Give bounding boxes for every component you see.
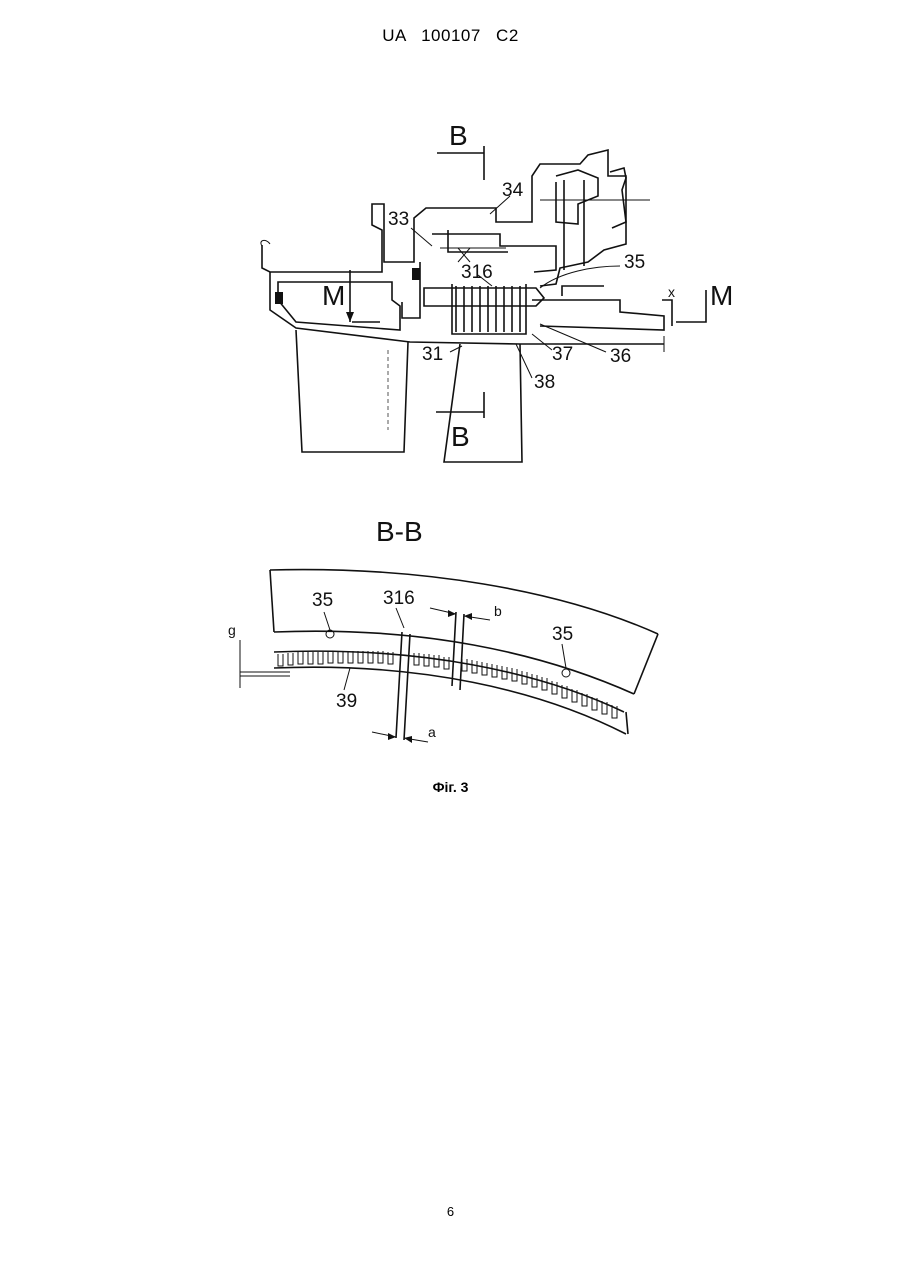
section-label-35-left: 35 [312,590,333,611]
section-label-35-right: 35 [552,624,573,645]
section-label-39: 39 [336,691,357,712]
label-x: x [668,284,675,300]
section-mark-bottom: B [451,421,470,452]
label-M-left: M [322,280,345,311]
label-31: 31 [422,344,443,365]
section-title: B-B [376,516,423,547]
label-316: 316 [461,262,493,283]
section-bb-view: B-B [228,516,658,743]
label-36: 36 [610,346,631,367]
section-label-b: b [494,603,502,619]
page-number: 6 [0,1204,901,1219]
label-M-right: M [710,280,733,311]
upper-section-view: B [261,120,733,462]
figure-3-drawing: B [0,0,901,800]
label-38: 38 [534,372,555,393]
section-label-316: 316 [383,588,415,609]
label-37: 37 [552,344,573,365]
section-mark-top: B [449,120,468,151]
label-35: 35 [624,252,645,273]
label-34: 34 [502,180,524,201]
label-33: 33 [388,209,409,230]
section-label-g: g [228,622,236,638]
section-label-a: a [428,724,436,740]
figure-caption: Фіг. 3 [0,779,901,795]
